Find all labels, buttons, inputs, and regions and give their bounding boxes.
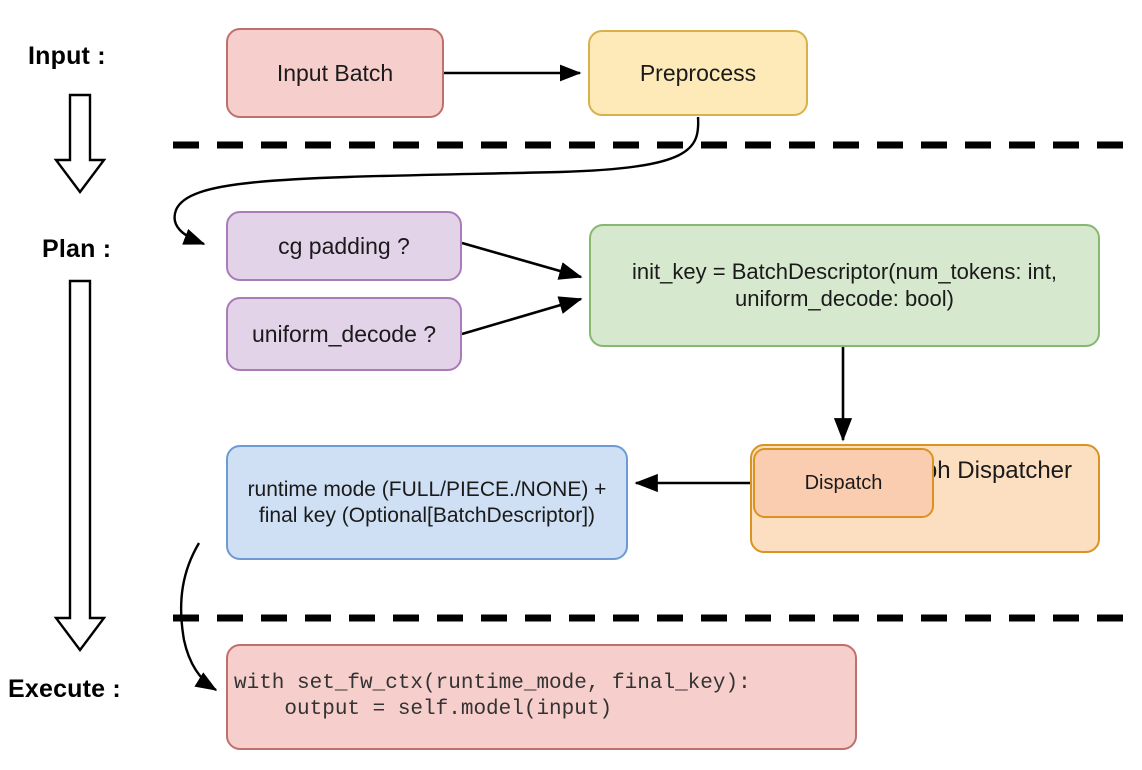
node-uniform-decode-label: uniform_decode ? — [251, 320, 437, 347]
node-init-key[interactable]: init_key = BatchDescriptor(num_tokens: i… — [589, 224, 1100, 347]
edge-runtime-mode-to-exec-code — [179, 542, 218, 692]
node-dispatch[interactable]: Dispatch — [753, 448, 934, 518]
node-cg-padding-label: cg padding ? — [278, 232, 410, 259]
edge-cg-padding-to-init-key — [461, 241, 583, 280]
node-preprocess-label: Preprocess — [639, 59, 757, 86]
node-preprocess[interactable]: Preprocess — [588, 30, 808, 116]
node-uniform-decode[interactable]: uniform_decode ? — [226, 297, 462, 371]
node-input-batch[interactable]: Input Batch — [226, 28, 444, 118]
node-input-batch-label: Input Batch — [276, 59, 394, 86]
node-dispatch-label: Dispatch — [804, 471, 883, 494]
node-exec-code[interactable]: with set_fw_ctx(runtime_mode, final_key)… — [226, 644, 857, 750]
edge-uniform-decode-to-init-key — [461, 296, 583, 336]
node-init-key-label: init_key = BatchDescriptor(num_tokens: i… — [632, 258, 1057, 311]
plan-to-execute-arrow — [53, 279, 107, 652]
stage-label-input: Input : — [28, 42, 106, 70]
input-to-plan-arrow — [53, 93, 107, 194]
node-runtime-mode-label: runtime mode (FULL/PIECE./NONE) + final … — [247, 477, 607, 527]
stage-label-execute: Execute : — [8, 675, 121, 703]
node-exec-code-label: with set_fw_ctx(runtime_mode, final_key)… — [234, 672, 751, 721]
stage-label-plan: Plan : — [42, 235, 112, 263]
node-cg-padding[interactable]: cg padding ? — [226, 211, 462, 281]
node-runtime-mode[interactable]: runtime mode (FULL/PIECE./NONE) + final … — [226, 445, 628, 560]
